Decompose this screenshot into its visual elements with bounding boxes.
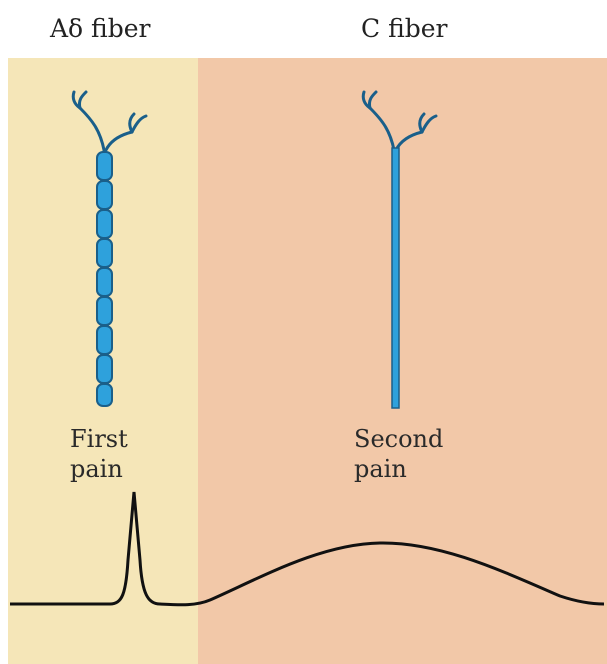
myelin-segment xyxy=(97,181,112,209)
c-fiber-title: C fiber xyxy=(361,14,448,43)
first-pain-label: First pain xyxy=(70,424,128,484)
myelin-segment xyxy=(97,152,112,180)
second-pain-label: Second pain xyxy=(354,424,443,484)
second-pain-line2: pain xyxy=(354,454,443,484)
first-pain-line1: First xyxy=(70,424,128,454)
myelin-segment xyxy=(97,210,112,238)
a-delta-fiber-title: Aδ fiber xyxy=(50,14,150,43)
c-fiber-axon xyxy=(392,148,399,408)
right-panel-background xyxy=(198,58,607,664)
myelin-segment xyxy=(97,239,112,267)
first-pain-line2: pain xyxy=(70,454,128,484)
myelin-segment xyxy=(97,297,112,325)
a-delta-myelin-sheath xyxy=(97,152,112,406)
myelin-segment xyxy=(97,326,112,354)
second-pain-line1: Second xyxy=(354,424,443,454)
myelin-segment xyxy=(97,268,112,296)
myelin-segment xyxy=(97,384,112,406)
myelin-segment xyxy=(97,355,112,383)
